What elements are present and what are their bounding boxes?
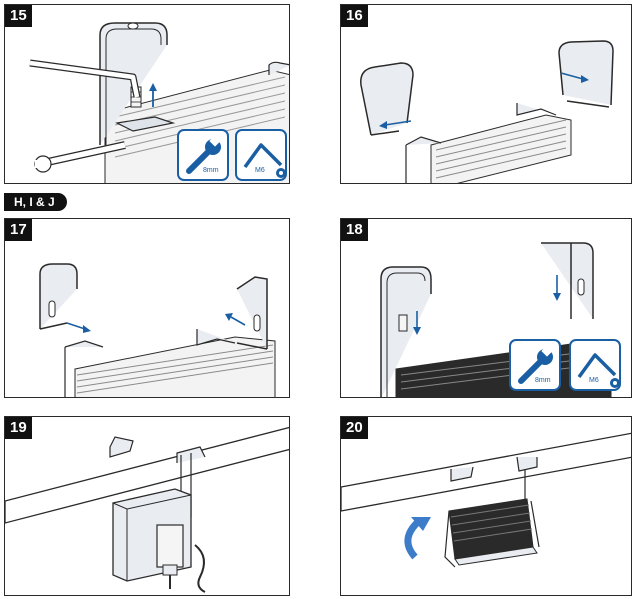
spanner-tool-box: [177, 129, 229, 181]
step-number: 19: [5, 417, 32, 439]
spanner-icon: [186, 135, 221, 174]
hex-key-size-label: M6: [255, 167, 265, 174]
step-18-panel: 18 8mm M6: [340, 218, 632, 398]
step-17-panel: 17: [4, 218, 290, 398]
step-number: 20: [341, 417, 368, 439]
section-label: H, I & J: [4, 193, 67, 211]
hex-key-size-label: M6: [589, 377, 599, 384]
spanner-icon: [518, 345, 553, 384]
hex-key-tool-box: [235, 129, 287, 181]
spanner-size-label: 8mm: [535, 377, 551, 384]
step-17-illustration: [39, 263, 276, 397]
step-number: 16: [341, 5, 368, 27]
hex-key-tool-box: [569, 339, 621, 391]
hex-key-icon: [243, 143, 286, 178]
step-19-illustration: [5, 426, 289, 593]
step-16-panel: 16: [340, 4, 632, 184]
step-number: 18: [341, 219, 368, 241]
step-19-panel: 19: [4, 416, 290, 596]
hex-key-icon: [577, 353, 620, 388]
spanner-tool-box: [509, 339, 561, 391]
step-number: 15: [5, 5, 32, 27]
spanner-size-label: 8mm: [203, 167, 219, 174]
step-number: 17: [5, 219, 32, 241]
step-16-illustration: [360, 40, 614, 183]
step-20-panel: 20: [340, 416, 632, 596]
rotate-arrow-icon: [404, 517, 431, 560]
step-20-illustration: [341, 432, 631, 568]
step-15-panel: 15 8: [4, 4, 290, 184]
